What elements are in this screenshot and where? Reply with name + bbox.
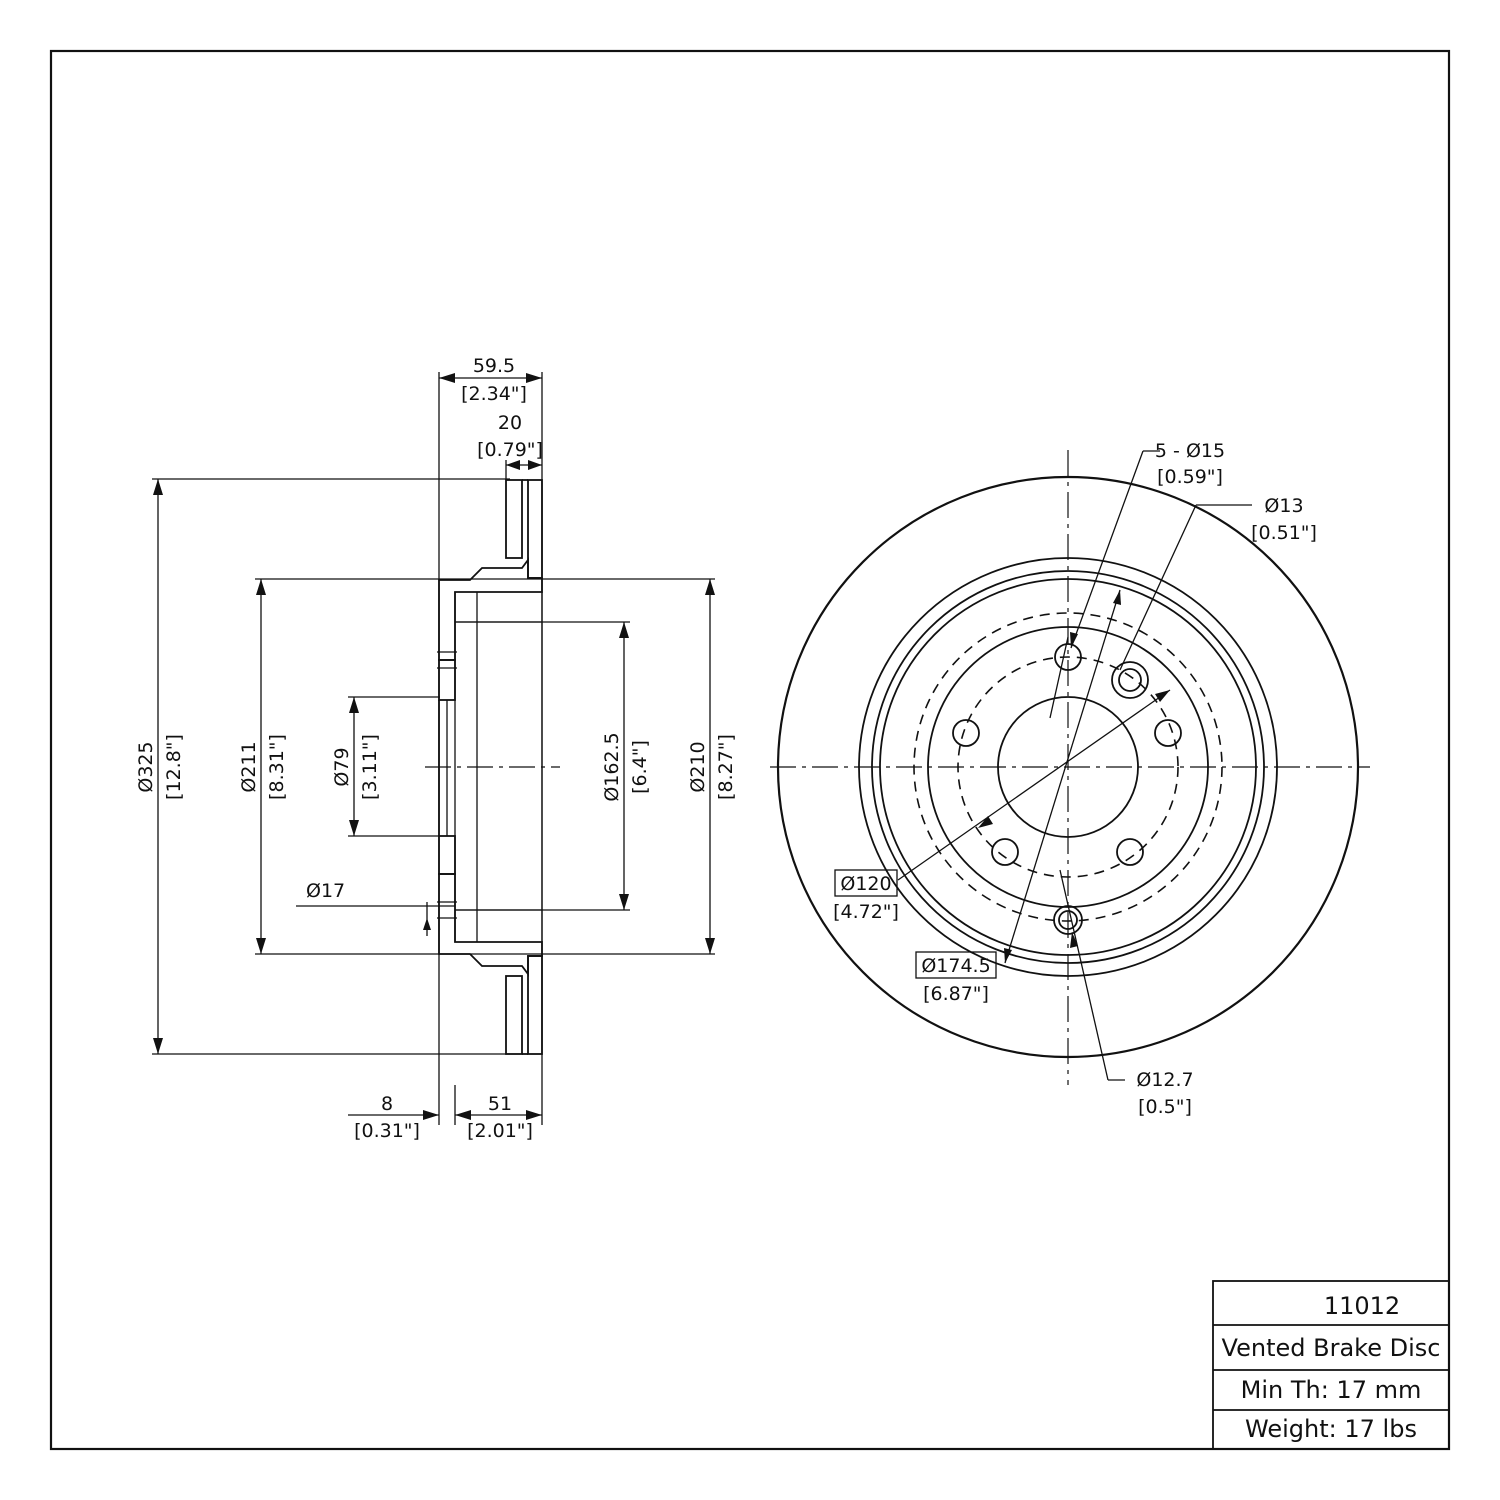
hat-circle-inch: [6.87"] bbox=[923, 983, 989, 1005]
bolt-circle-box bbox=[834, 869, 898, 897]
threaded-hole-inch: [0.51"] bbox=[1251, 522, 1317, 544]
hat-circle-box bbox=[915, 951, 997, 979]
threaded-hole-inner bbox=[1118, 668, 1142, 692]
bolt-circle-inch: [4.72"] bbox=[833, 901, 899, 923]
dim-8: 8 bbox=[381, 1093, 393, 1115]
small-hole-inner bbox=[1058, 910, 1078, 930]
dim-325: Ø325 bbox=[135, 741, 157, 792]
lug-hole-1 bbox=[1054, 643, 1082, 671]
threaded-hole-label: Ø13 bbox=[1264, 495, 1303, 517]
title-block: 11012 Vented Brake Disc Min Th: 17 mm We… bbox=[1212, 1280, 1450, 1450]
hole-circle-dashed bbox=[913, 612, 1223, 922]
dim-79-inch: [3.11"] bbox=[359, 734, 381, 800]
dim-59-5: 59.5 bbox=[473, 355, 515, 377]
dim-211: Ø211 bbox=[238, 741, 260, 792]
lug-holes-label: 5 - Ø15 bbox=[1155, 440, 1225, 462]
dim-51-inch: [2.01"] bbox=[467, 1120, 533, 1142]
lug-holes-inch: [0.59"] bbox=[1157, 466, 1223, 488]
bolt-circle-label: Ø120 bbox=[840, 873, 891, 895]
mounting-flange-lower bbox=[438, 835, 456, 875]
dim-210: Ø210 bbox=[687, 741, 709, 792]
lug-hole-3 bbox=[1116, 838, 1144, 866]
dim-8-inch: [0.31"] bbox=[354, 1120, 420, 1142]
lug-hole-5 bbox=[952, 719, 980, 747]
dim-162-5: Ø162.5 bbox=[601, 732, 623, 801]
dim-51: 51 bbox=[488, 1093, 512, 1115]
side-section-view: 59.5 [2.34"] 20 [0.79"] Ø325 [12.8"] Ø21… bbox=[135, 355, 737, 1142]
small-hole-label: Ø12.7 bbox=[1136, 1069, 1193, 1091]
dim-211-inch: [8.31"] bbox=[266, 734, 288, 800]
dim-79: Ø79 bbox=[331, 747, 353, 786]
part-description: Vented Brake Disc bbox=[1222, 1334, 1441, 1362]
dim-20-inch: [0.79"] bbox=[477, 439, 543, 461]
hat-inner-circle bbox=[879, 578, 1257, 956]
dim-59-5-inch: [2.34"] bbox=[461, 383, 527, 405]
hat-outer-circle bbox=[858, 557, 1278, 977]
lug-hole-4 bbox=[991, 838, 1019, 866]
threaded-hole-outer bbox=[1111, 661, 1149, 699]
dim-17: Ø17 bbox=[306, 880, 345, 902]
front-view: 5 - Ø15 [0.59"] Ø13 [0.51"] Ø120 [4.72"]… bbox=[770, 440, 1370, 1118]
dim-20: 20 bbox=[498, 412, 522, 434]
outer-rim bbox=[776, 475, 1360, 1059]
lug-hole-2 bbox=[1154, 719, 1182, 747]
small-hole-inch: [0.5"] bbox=[1138, 1096, 1192, 1118]
part-number: 11012 bbox=[1324, 1292, 1400, 1320]
bolt-circle-dashed bbox=[957, 656, 1179, 878]
drawing-border bbox=[49, 49, 1451, 1451]
lower-friction-ring bbox=[505, 955, 543, 1055]
mounting-flange-upper bbox=[438, 659, 456, 701]
dim-325-inch: [12.8"] bbox=[163, 734, 185, 800]
upper-friction-ring bbox=[505, 479, 543, 579]
min-thickness: Min Th: 17 mm bbox=[1241, 1376, 1422, 1404]
weight: Weight: 17 lbs bbox=[1245, 1415, 1417, 1443]
center-bore bbox=[997, 696, 1139, 838]
dim-210-inch: [8.27"] bbox=[715, 734, 737, 800]
dim-162-5-inch: [6.4"] bbox=[629, 740, 651, 794]
hat-circle-2 bbox=[871, 570, 1265, 964]
hat-circle-label: Ø174.5 bbox=[921, 955, 990, 977]
